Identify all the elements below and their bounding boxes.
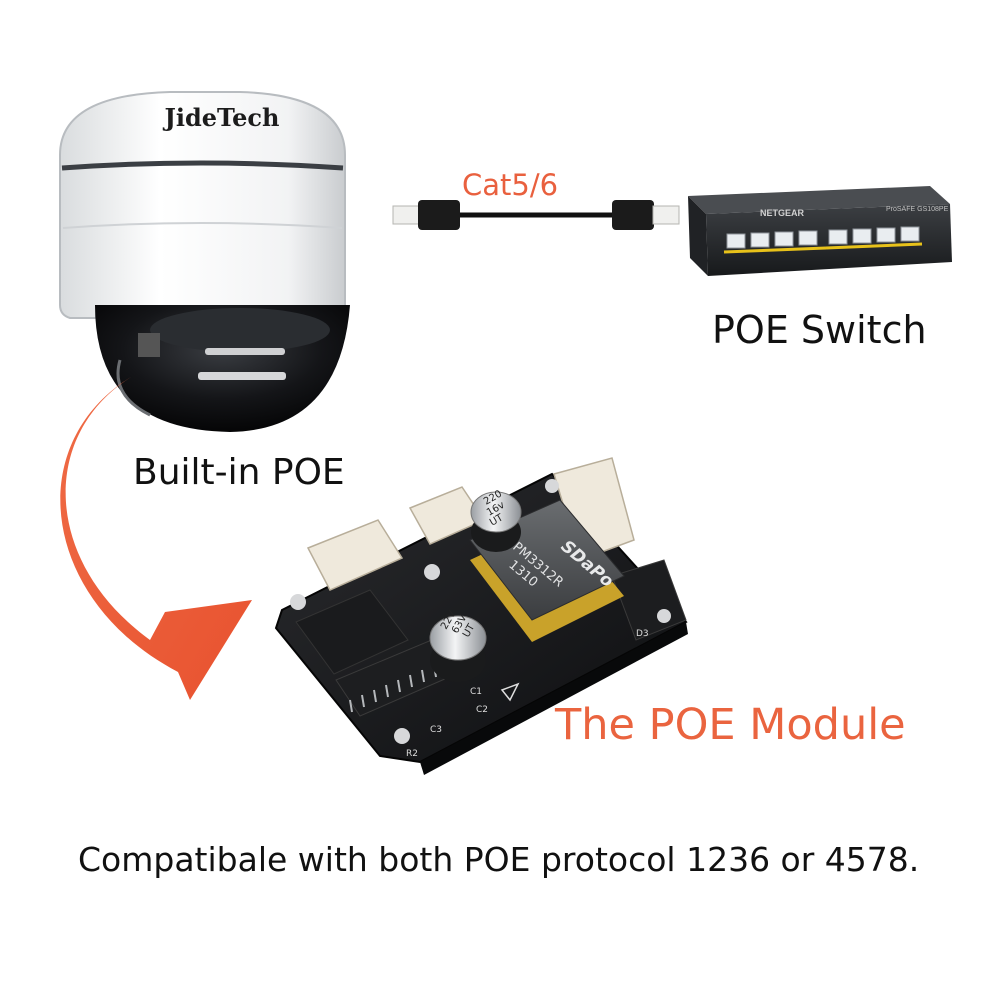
ref-c3: C3 (430, 725, 442, 735)
ref-d3: D3 (636, 629, 649, 639)
poe-module-image: SDaPo PM3312R 1310 220 16v UT 22V 63V UT… (274, 457, 688, 775)
poe-switch-image: NETGEAR ProSAFE GS108PE (688, 186, 952, 276)
cable-label: Cat5/6 (462, 168, 559, 202)
capacitor-2: 22V 63V UT (429, 609, 487, 682)
brand-logo: JideTech (163, 103, 280, 132)
compatibility-caption: Compatibale with both POE protocol 1236 … (78, 840, 920, 879)
switch-label: POE Switch (712, 308, 927, 352)
switch-brand-text: NETGEAR (760, 208, 805, 218)
capacitor-1: 220 16v UT (470, 489, 522, 552)
poe-module-label: The POE Module (555, 700, 906, 750)
ref-c2: C2 (476, 705, 488, 715)
ref-r2: R2 (406, 749, 418, 759)
ethernet-cable-image (392, 200, 680, 230)
dome-camera-image: JideTech (59, 91, 350, 432)
builtin-poe-label: Built-in POE (133, 452, 345, 493)
curved-arrow-icon (60, 374, 252, 700)
switch-model-text: ProSAFE GS108PE (886, 206, 949, 213)
ref-c1: C1 (470, 687, 482, 697)
